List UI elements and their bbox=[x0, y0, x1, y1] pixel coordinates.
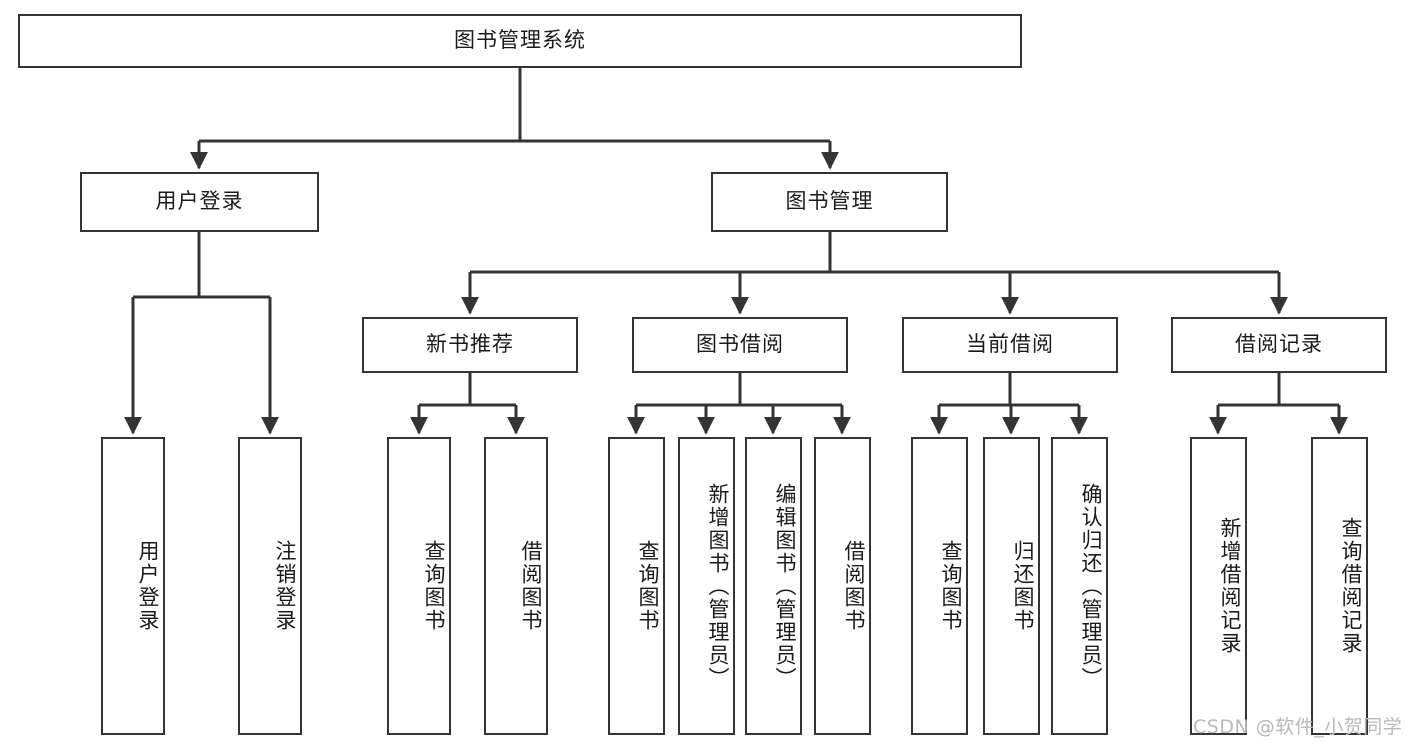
leaf-add-borrow-record[interactable]: 新增借阅记录 bbox=[1190, 437, 1247, 735]
node-new-book-recommend[interactable]: 新书推荐 bbox=[362, 317, 578, 373]
node-new-book-recommend-label: 新书推荐 bbox=[426, 332, 514, 357]
leaf-confirm-return-admin[interactable]: 确认归还（管理员） bbox=[1051, 437, 1108, 735]
node-user-login-label: 用户登录 bbox=[155, 189, 244, 214]
leaf-borrow-book[interactable]: 借阅图书 bbox=[814, 437, 871, 735]
leaf-query-book-rec-label: 查询图书 bbox=[422, 540, 446, 632]
watermark: CSDN @软件_小贺同学 bbox=[1193, 716, 1403, 738]
node-book-management-label: 图书管理 bbox=[785, 189, 874, 214]
node-book-management[interactable]: 图书管理 bbox=[711, 172, 948, 232]
leaf-query-borrow-record-label: 查询借阅记录 bbox=[1339, 517, 1363, 655]
leaf-return-book[interactable]: 归还图书 bbox=[983, 437, 1040, 735]
leaf-query-book-borrow[interactable]: 查询图书 bbox=[608, 437, 665, 735]
leaf-borrow-book-rec-label: 借阅图书 bbox=[519, 540, 543, 632]
leaf-query-book-borrow-label: 查询图书 bbox=[636, 540, 660, 632]
leaf-add-book-admin-label: 新增图书（管理员） bbox=[706, 482, 730, 690]
node-root[interactable]: 图书管理系统 bbox=[18, 14, 1022, 68]
leaf-logout-label: 注销登录 bbox=[273, 540, 297, 632]
leaf-query-book-rec[interactable]: 查询图书 bbox=[387, 437, 451, 735]
leaf-query-borrow-record[interactable]: 查询借阅记录 bbox=[1311, 437, 1368, 735]
leaf-borrow-book-rec[interactable]: 借阅图书 bbox=[484, 437, 548, 735]
node-current-borrow-label: 当前借阅 bbox=[966, 332, 1054, 357]
leaf-edit-book-admin[interactable]: 编辑图书（管理员） bbox=[745, 437, 802, 735]
node-book-borrow[interactable]: 图书借阅 bbox=[632, 317, 848, 373]
leaf-edit-book-admin-label: 编辑图书（管理员） bbox=[773, 482, 797, 690]
node-borrow-record[interactable]: 借阅记录 bbox=[1171, 317, 1387, 373]
node-current-borrow[interactable]: 当前借阅 bbox=[902, 317, 1118, 373]
leaf-user-login-label: 用户登录 bbox=[136, 540, 160, 632]
leaf-add-borrow-record-label: 新增借阅记录 bbox=[1218, 517, 1242, 655]
node-root-label: 图书管理系统 bbox=[454, 28, 586, 53]
leaf-query-book-current-label: 查询图书 bbox=[939, 540, 963, 632]
node-book-borrow-label: 图书借阅 bbox=[696, 332, 784, 357]
node-user-login[interactable]: 用户登录 bbox=[80, 172, 319, 232]
leaf-logout[interactable]: 注销登录 bbox=[238, 437, 302, 735]
leaf-borrow-book-label: 借阅图书 bbox=[842, 540, 866, 632]
node-borrow-record-label: 借阅记录 bbox=[1235, 332, 1323, 357]
leaf-query-book-current[interactable]: 查询图书 bbox=[911, 437, 968, 735]
leaf-user-login[interactable]: 用户登录 bbox=[101, 437, 165, 735]
leaf-confirm-return-admin-label: 确认归还（管理员） bbox=[1079, 482, 1103, 690]
leaf-add-book-admin[interactable]: 新增图书（管理员） bbox=[678, 437, 735, 735]
leaf-return-book-label: 归还图书 bbox=[1011, 540, 1035, 632]
